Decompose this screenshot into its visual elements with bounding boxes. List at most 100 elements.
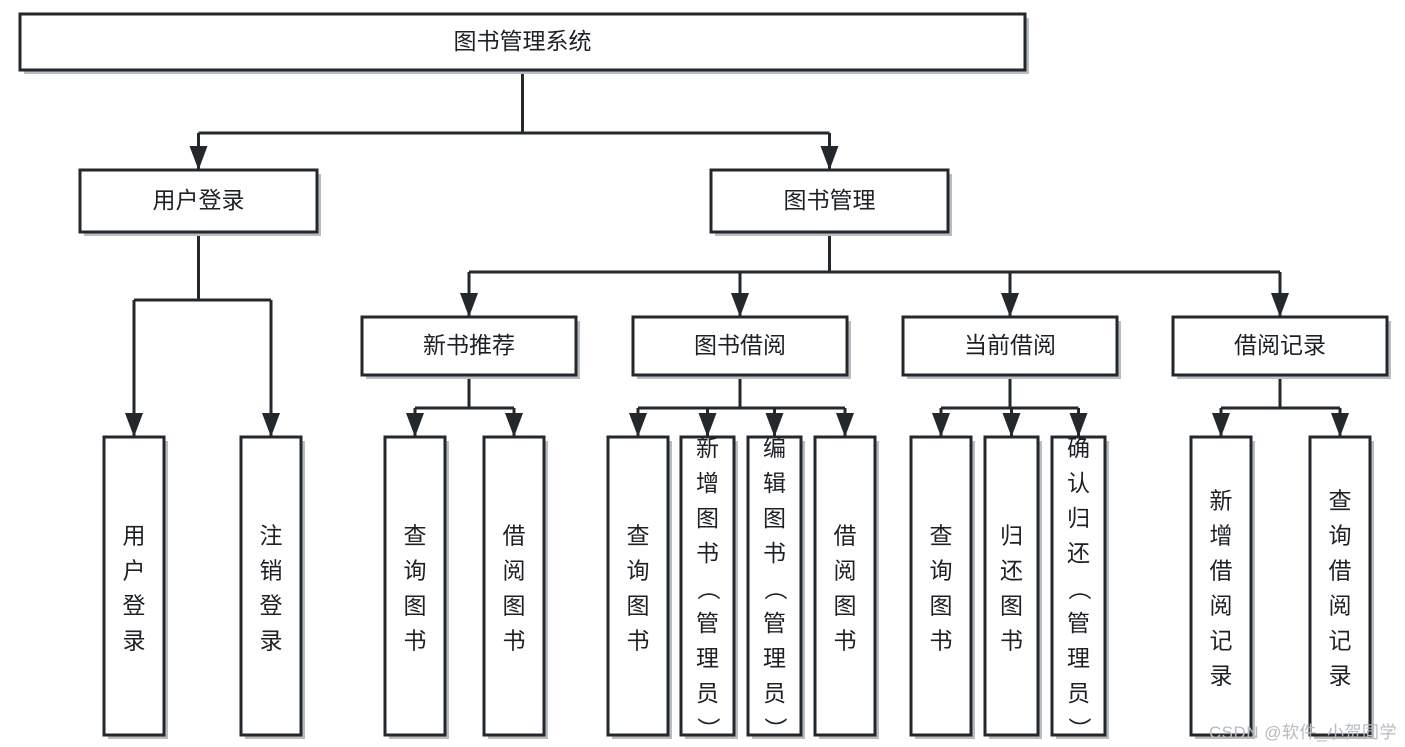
node-box-leaf-add-book[interactable] — [679, 435, 736, 737]
node-label-char-leaf-add-book: 新 — [696, 435, 719, 461]
node-box-new-book-rec[interactable] — [360, 315, 578, 377]
node-label-char-leaf-query-book-1: 查 — [404, 522, 427, 548]
node-label-char-leaf-return-book: 图 — [1000, 592, 1023, 618]
node-label-char-leaf-query-record: 借 — [1329, 557, 1352, 583]
node-label-char-leaf-add-record: 阅 — [1210, 592, 1233, 618]
node-label-char-leaf-confirm-return: 还 — [1067, 540, 1090, 566]
node-current-borrow[interactable]: 当前借阅 — [901, 315, 1121, 379]
node-box-leaf-query-book-3[interactable] — [909, 435, 973, 737]
node-leaf-user-login[interactable]: 用户登录 — [102, 435, 168, 739]
node-box-leaf-add-record[interactable] — [1189, 435, 1253, 737]
node-label-char-leaf-add-book: 书 — [696, 540, 719, 566]
node-label-char-leaf-confirm-return: 员 — [1067, 680, 1090, 706]
node-borrow-record[interactable]: 借阅记录 — [1171, 315, 1391, 379]
node-box-leaf-edit-book[interactable] — [746, 435, 803, 737]
node-label-char-leaf-query-record: 录 — [1329, 662, 1352, 688]
node-label-char-leaf-confirm-return: 理 — [1067, 645, 1090, 671]
arrow-head-new-book-rec — [460, 293, 478, 317]
node-label-char-leaf-add-book: 增 — [696, 470, 719, 496]
node-box-leaf-query-book-2[interactable] — [606, 435, 670, 737]
node-label-char-leaf-confirm-return: （ — [1067, 577, 1093, 600]
node-box-user-login[interactable] — [78, 168, 319, 234]
node-book-manage[interactable]: 图书管理 — [709, 168, 952, 236]
node-label-char-leaf-add-record: 录 — [1210, 662, 1233, 688]
node-label-char-leaf-borrow-book-2: 书 — [834, 627, 857, 653]
arrow-head-leaf-query-book-1 — [406, 413, 424, 437]
node-box-leaf-borrow-book-2[interactable] — [813, 435, 877, 737]
node-book-borrow[interactable]: 图书借阅 — [631, 315, 851, 379]
node-label-char-leaf-logout: 销 — [260, 557, 283, 583]
arrow-head-leaf-borrow-book-1 — [505, 413, 523, 437]
node-box-current-borrow[interactable] — [901, 315, 1119, 377]
node-root[interactable]: 图书管理系统 — [18, 12, 1029, 74]
node-label-char-leaf-edit-book: 编 — [763, 435, 786, 461]
node-label-char-leaf-query-book-2: 询 — [627, 557, 650, 583]
arrow-head-book-borrow — [731, 293, 749, 317]
node-label-book-manage: 图书管理 — [784, 187, 876, 213]
arrow-head-leaf-add-record — [1212, 413, 1230, 437]
arrow-head-leaf-borrow-book-2 — [836, 413, 854, 437]
node-box-leaf-confirm-return[interactable] — [1050, 435, 1107, 737]
node-box-leaf-user-login[interactable] — [102, 435, 166, 737]
node-label-char-leaf-edit-book: 理 — [763, 645, 786, 671]
node-new-book-rec[interactable]: 新书推荐 — [360, 315, 580, 379]
node-box-leaf-borrow-book-1[interactable] — [482, 435, 546, 737]
node-box-book-manage[interactable] — [709, 168, 950, 234]
node-label-char-leaf-borrow-book-2: 阅 — [834, 557, 857, 583]
arrow-head-leaf-confirm-return — [1069, 413, 1088, 437]
node-label-char-leaf-query-record: 记 — [1329, 627, 1352, 653]
arrow-head-borrow-record — [1271, 293, 1289, 317]
node-label-char-leaf-edit-book: （ — [763, 577, 789, 600]
node-label-char-leaf-query-book-3: 查 — [930, 522, 953, 548]
node-box-borrow-record[interactable] — [1171, 315, 1389, 377]
node-label-char-leaf-logout: 登 — [260, 592, 283, 618]
node-box-leaf-query-book-1[interactable] — [383, 435, 447, 737]
node-label-char-leaf-confirm-return: 确 — [1067, 435, 1090, 461]
node-label-char-leaf-edit-book: 图 — [763, 505, 786, 531]
node-label-char-leaf-logout: 注 — [260, 522, 283, 548]
node-label-new-book-rec: 新书推荐 — [423, 332, 515, 358]
node-label-char-leaf-user-login: 用 — [123, 522, 146, 548]
node-label-char-leaf-confirm-return: 认 — [1067, 470, 1090, 496]
node-box-leaf-query-record[interactable] — [1308, 435, 1372, 737]
node-box-book-borrow[interactable] — [631, 315, 849, 377]
node-label-char-leaf-query-book-1: 书 — [404, 627, 427, 653]
node-layer: 图书管理系统用户登录图书管理新书推荐图书借阅当前借阅借阅记录用户登录注销登录查询… — [18, 12, 1391, 741]
arrow-head-leaf-add-book — [698, 413, 717, 437]
node-label-char-leaf-add-record: 增 — [1210, 522, 1233, 548]
arrow-head-leaf-query-book-2 — [629, 413, 647, 437]
node-label-char-leaf-confirm-return: ） — [1067, 717, 1093, 740]
node-box-leaf-return-book[interactable] — [983, 435, 1040, 737]
node-label-char-leaf-borrow-book-1: 图 — [503, 592, 526, 618]
arrow-head-leaf-user-login — [125, 413, 143, 437]
node-label-char-leaf-user-login: 户 — [123, 557, 146, 583]
arrow-head-leaf-return-book — [1002, 413, 1021, 437]
node-label-char-leaf-borrow-book-1: 阅 — [503, 557, 526, 583]
node-label-borrow-record: 借阅记录 — [1234, 332, 1326, 358]
node-label-char-leaf-add-book: （ — [696, 577, 722, 600]
node-box-leaf-logout[interactable] — [239, 435, 303, 737]
node-user-login[interactable]: 用户登录 — [78, 168, 321, 236]
node-box-root[interactable] — [18, 12, 1027, 72]
node-label-char-leaf-return-book: 书 — [1000, 627, 1023, 653]
arrow-head-leaf-logout — [262, 413, 280, 437]
node-label-char-leaf-user-login: 录 — [123, 627, 146, 653]
node-label-char-leaf-add-book: 管 — [696, 610, 719, 636]
node-label-char-leaf-edit-book: ） — [763, 717, 789, 740]
arrow-head-current-borrow — [1001, 293, 1019, 317]
node-label-char-leaf-borrow-book-2: 借 — [834, 522, 857, 548]
